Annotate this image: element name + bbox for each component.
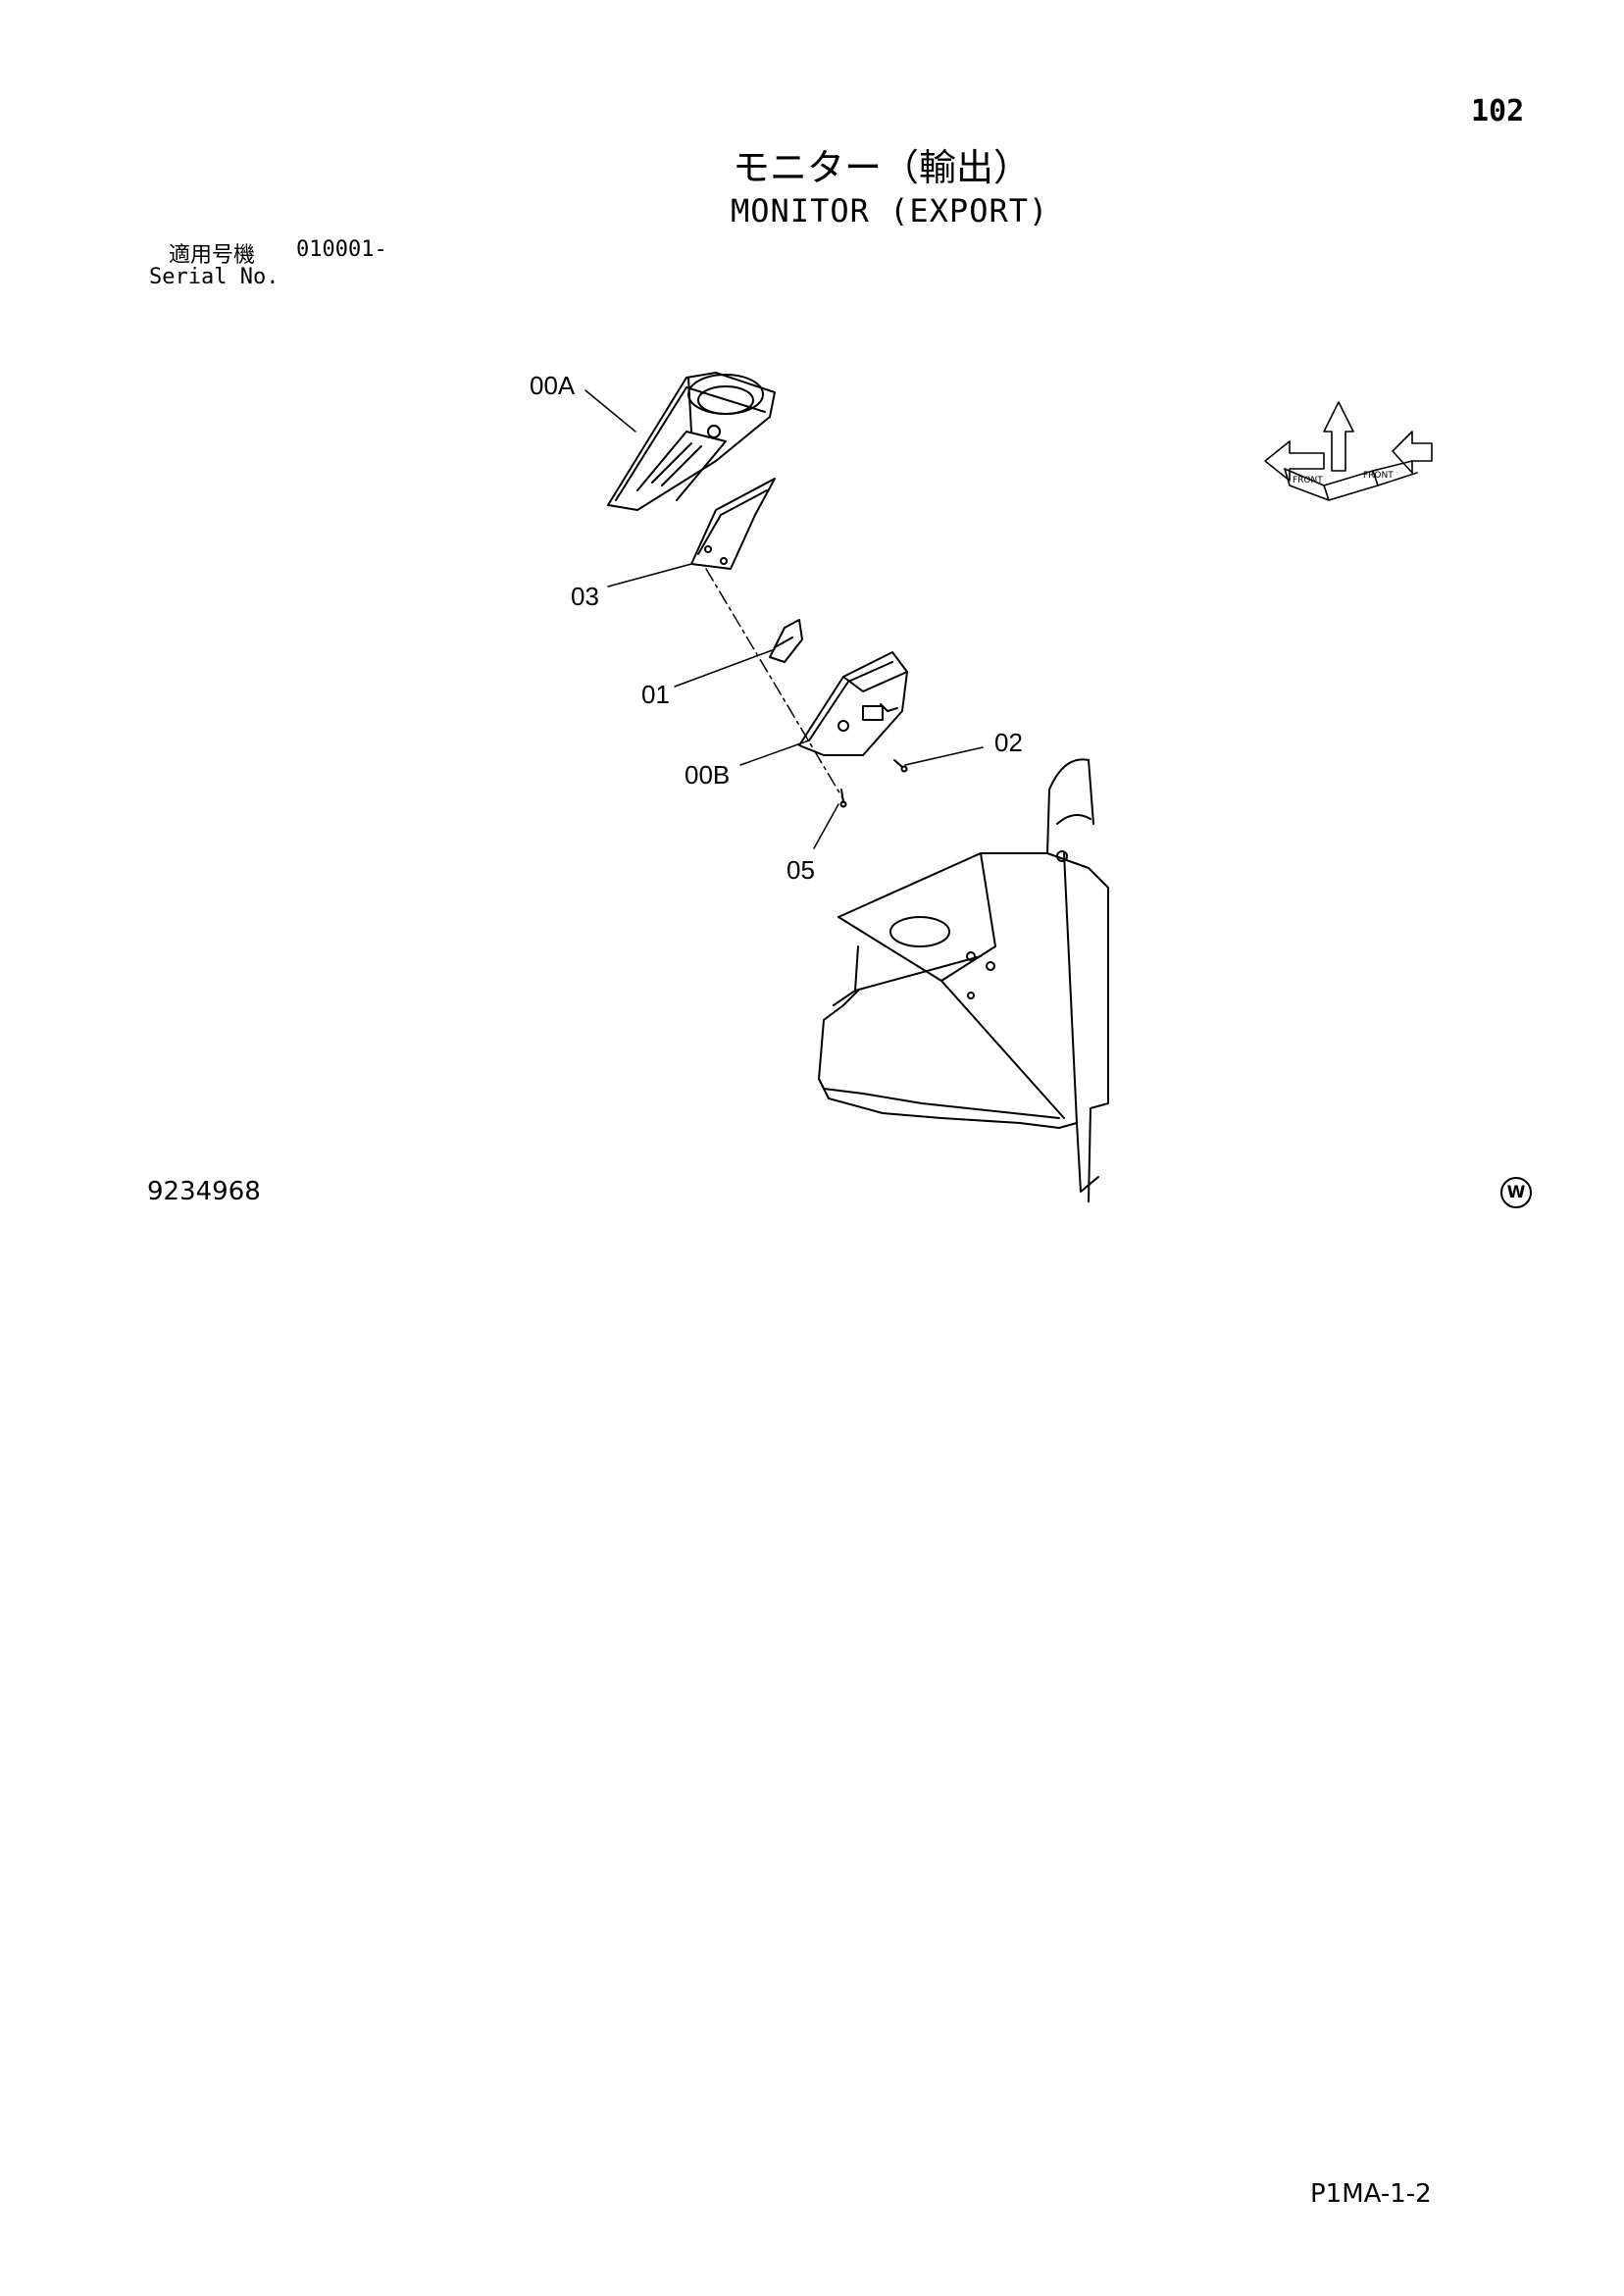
maker-mark: W xyxy=(1500,1177,1532,1208)
serial-value: 010001- xyxy=(296,237,387,262)
leader-01 xyxy=(674,648,776,688)
leader-02 xyxy=(904,746,984,766)
sheet-code: P1MA-1-2 xyxy=(1310,2179,1432,2209)
part-01-component xyxy=(769,619,803,663)
leader-00b xyxy=(739,740,810,766)
console-body xyxy=(818,758,1109,1202)
leader-lines xyxy=(584,389,984,849)
serial-label-jp: 適用号機 xyxy=(169,243,256,268)
part-02-screw xyxy=(893,759,908,773)
callout-00b: 00B xyxy=(685,760,731,790)
part-05-screw xyxy=(839,789,847,808)
serial-label-en: Serial No. xyxy=(149,265,279,289)
callout-03: 03 xyxy=(571,582,599,611)
orientation-label-right: FRONT xyxy=(1363,471,1394,481)
callout-05: 05 xyxy=(787,855,815,885)
page-title-jp: モニター（輸出） xyxy=(733,146,1032,189)
callout-01: 01 xyxy=(641,680,670,709)
page-title-en: MONITOR (EXPORT) xyxy=(731,192,1049,230)
leader-05 xyxy=(813,803,839,849)
part-00b-monitor xyxy=(798,651,908,756)
page-number: 102 xyxy=(1471,94,1525,128)
orientation-label-left: FRONT xyxy=(1293,476,1323,485)
part-00a-bracket xyxy=(607,372,776,511)
callout-02: 02 xyxy=(994,728,1023,757)
leader-03 xyxy=(607,563,692,587)
drawing-number: 9234968 xyxy=(147,1177,261,1206)
assembly-axis-line xyxy=(705,568,844,800)
leader-00a xyxy=(584,389,636,433)
part-03-plate xyxy=(690,478,776,570)
callout-00a: 00A xyxy=(530,371,576,400)
orientation-icon: FRONT FRONT xyxy=(1264,401,1433,501)
